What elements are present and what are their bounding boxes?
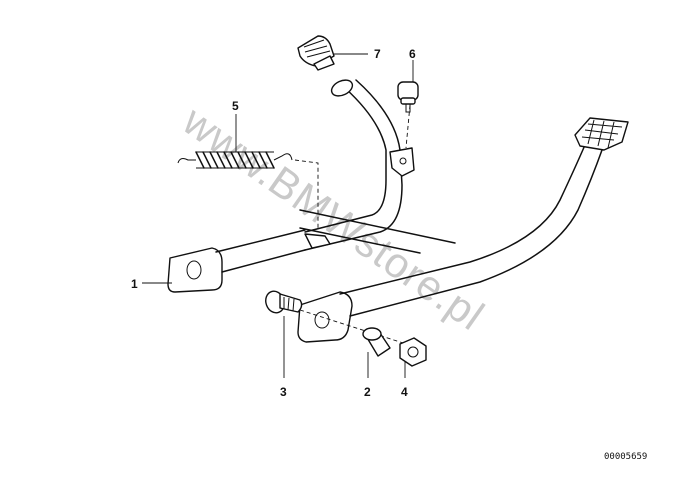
- callout-4: 4: [401, 385, 408, 399]
- callout-leaders: [142, 53, 414, 378]
- center-stand-illustration: [167, 79, 629, 351]
- rising-tube-left: [304, 87, 387, 233]
- callout-5: 5: [232, 99, 239, 113]
- part-4-nut: [399, 337, 427, 367]
- right-foot-hole: [314, 311, 330, 329]
- left-foot-hole: [186, 260, 202, 280]
- left-leg-tube-bottom: [221, 249, 306, 273]
- right-leg-tube-bottom: [349, 149, 603, 317]
- foot-pedal: [574, 117, 629, 151]
- cross-tube-lug: [304, 233, 331, 249]
- left-leg-tube-top: [215, 229, 306, 253]
- callout-2: 2: [364, 385, 371, 399]
- left-foot-plate: [167, 247, 223, 293]
- callout-1: 1: [131, 277, 138, 291]
- guide-line-pin: [405, 104, 411, 149]
- part-3-bolt: [265, 290, 303, 314]
- guide-line-spring: [294, 159, 319, 230]
- callout-3: 3: [280, 385, 287, 399]
- diagram-reference-number: 00005659: [604, 452, 647, 462]
- right-leg-tube-top: [339, 144, 586, 295]
- right-foot-plate: [297, 291, 353, 343]
- guide-line-bolt: [299, 309, 426, 351]
- cross-tube-bottom: [299, 227, 421, 254]
- part-2-bushing: [362, 327, 391, 357]
- cross-tube-top: [299, 209, 456, 244]
- part-5-spring: [177, 151, 293, 169]
- part-7-rubber-cap: [297, 35, 335, 71]
- spring-bracket: [389, 147, 415, 177]
- callout-6: 6: [409, 47, 416, 61]
- part-6-buffer: [397, 81, 419, 113]
- rising-tube-end: [330, 79, 354, 97]
- callout-7: 7: [374, 47, 381, 61]
